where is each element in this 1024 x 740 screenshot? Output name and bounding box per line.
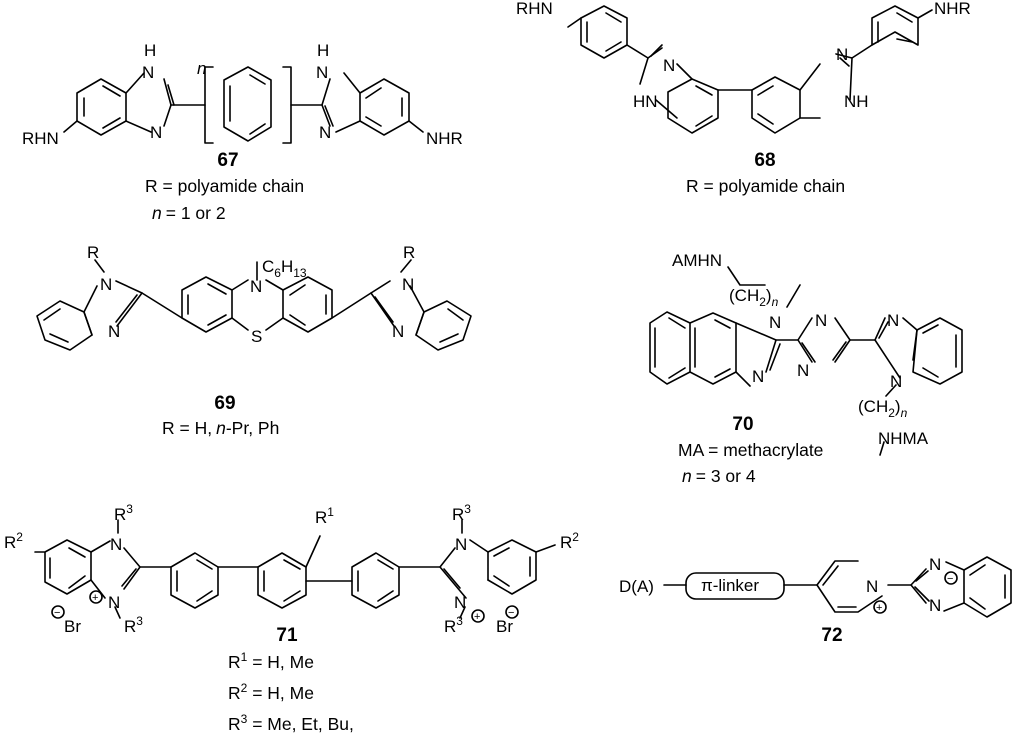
compound-72-number: 72 (821, 625, 842, 646)
c69-n-right-bottom: N (392, 322, 404, 341)
compound-70-caption-1: MA = methacrylate (678, 440, 823, 460)
c71-n-left-top: N (110, 535, 122, 554)
c67-n-subscript-label: n (197, 59, 206, 78)
c69-hexyl: C6H13 (262, 257, 307, 280)
c68-nhr-label: NHR (934, 0, 971, 18)
c71-minus-left-sign: − (54, 607, 60, 619)
c71-r3-left-bottom: R3 (124, 614, 143, 636)
c71-minus-right (505, 605, 519, 619)
c67-h-top-left: H (144, 41, 156, 60)
c70-n-left-top: N (769, 313, 781, 332)
c72-minus-sign: − (947, 573, 953, 585)
compound-70-structure: AMHN (CH2)n N N N N N N (CH2)n NHMA (649, 251, 963, 456)
c72-plus (873, 600, 887, 614)
c69-n-left-top: N (100, 275, 112, 294)
compound-70-caption-2: n= 3 or 4 (682, 466, 756, 486)
c71-r2-left: R2 (4, 530, 23, 552)
compound-69-structure: N S C6H13 R N N R N N (36, 243, 472, 351)
c70-amhn-label: AMHN (672, 251, 722, 270)
c70-n-pyrazine-top: N (815, 311, 827, 330)
c72-n-bottom: N (929, 596, 941, 615)
c70-n-right-bottom: N (890, 372, 902, 391)
c68-n-left: N (663, 56, 675, 75)
c71-minus-left (51, 605, 65, 619)
c69-n-left-bottom: N (108, 322, 120, 341)
c71-plus-right (471, 609, 485, 623)
c68-hn-left: HN (633, 92, 658, 111)
compound-70-number: 70 (732, 414, 753, 435)
compound-72-structure: D(A) π-linker N + N N − (619, 555, 1012, 618)
c67-n-bottom-right: N (319, 123, 331, 142)
c68-nh-right: NH (844, 92, 869, 111)
compound-67-caption-1: R = polyamide chain (145, 176, 304, 196)
c71-n-right-top: N (455, 535, 467, 554)
compound-71-structure: R2 R3 N N R3 + − Br R1 R3 N N R3 + − Br … (4, 502, 579, 636)
c71-r3-right-top: R3 (452, 502, 471, 524)
compound-68-caption: R = polyamide chain (686, 176, 845, 196)
c70-ch2-top: (CH2)n (729, 286, 779, 309)
compound-67-number: 67 (217, 150, 238, 171)
compound-67-caption-2: n= 1 or 2 (152, 203, 226, 223)
c67-n-bottom-left: N (150, 123, 162, 142)
c70-n-right-top: N (887, 311, 899, 330)
compound-71-caption-2: R2 = H, Me (228, 681, 314, 703)
c67-h-top-right: H (317, 41, 329, 60)
c68-rhn-label: RHN (516, 0, 553, 18)
c72-plus-sign: + (876, 602, 882, 614)
c69-r-left: R (87, 243, 99, 262)
c69-s-phenothiazine: S (251, 327, 262, 346)
c71-plus-left (89, 590, 103, 604)
c71-br-left: Br (64, 617, 81, 636)
c71-r2-right: R2 (560, 530, 579, 552)
c72-pi-linker-box (685, 572, 785, 600)
c71-n-left-bottom: N (108, 593, 120, 612)
c71-n-right-bottom: N (454, 593, 466, 612)
c69-r-right: R (403, 243, 415, 262)
compound-69-number: 69 (214, 393, 235, 414)
c72-da-label: D(A) (619, 577, 654, 596)
c71-minus-right-sign: − (508, 607, 514, 619)
c70-nhma-label: NHMA (878, 429, 929, 448)
c69-n-right-top: N (402, 275, 414, 294)
c71-plus-right-sign: + (474, 611, 480, 623)
c70-n-pyrazine-bottom: N (797, 361, 809, 380)
c67-nhr-label: NHR (426, 129, 463, 148)
c69-n-phenothiazine: N (250, 277, 262, 296)
c72-n-top: N (929, 555, 941, 574)
c71-r3-right-bottom: R3 (444, 614, 463, 636)
c71-r1: R1 (315, 505, 334, 527)
c71-r3-left-top: R3 (114, 502, 133, 524)
compound-68-number: 68 (754, 150, 775, 171)
c72-pi-linker-label: π-linker (701, 576, 759, 595)
c71-br-right: Br (496, 617, 513, 636)
compound-68-structure: RHN NHR N HN N NH (516, 0, 971, 134)
c67-n-top-right: N (316, 63, 328, 82)
c72-minus (944, 571, 958, 585)
compound-67-structure: H N N H N N n RHN NHR (22, 41, 463, 148)
compound-71-number: 71 (276, 625, 298, 646)
compound-69-caption: R = H,n-Pr, Ph (162, 418, 279, 438)
c67-n-top-left: N (142, 63, 154, 82)
compound-71-caption-3: R3 = Me, Et, Bu, (228, 712, 354, 734)
c67-rhn-label: RHN (22, 129, 59, 148)
c72-n-pyridinium: N (866, 577, 878, 596)
c70-n-left-bottom: N (752, 367, 764, 386)
c68-n-right: N (836, 45, 848, 64)
c70-ch2-bottom: (CH2)n (858, 397, 908, 420)
compound-71-caption-1: R1 = H, Me (228, 650, 314, 672)
c71-plus-left-sign: + (92, 592, 98, 604)
